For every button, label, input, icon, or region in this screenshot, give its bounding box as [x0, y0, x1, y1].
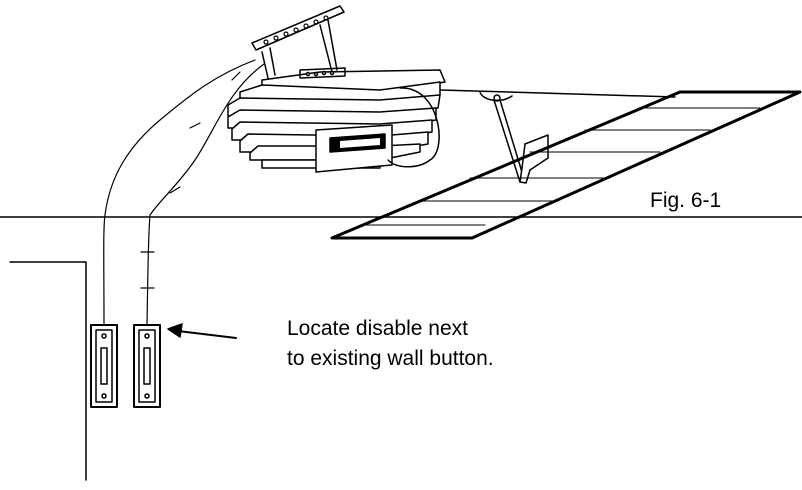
- callout-text-line-1: Locate disable next: [287, 317, 468, 340]
- door-arm: [479, 91, 549, 184]
- figure-label: Fig. 6-1: [650, 189, 722, 212]
- garage-door-panel: [330, 90, 802, 240]
- garage-door-opener: [227, 67, 446, 173]
- callout-text-line-2: to existing wall button.: [287, 347, 494, 370]
- mounting-bracket: [251, 5, 345, 79]
- callout-arrow: [167, 323, 237, 339]
- rail-line: [439, 89, 676, 98]
- disable-button: [133, 324, 161, 408]
- wall-outline: [9, 261, 87, 481]
- wiring: [103, 59, 265, 326]
- existing-wall-button: [90, 324, 118, 408]
